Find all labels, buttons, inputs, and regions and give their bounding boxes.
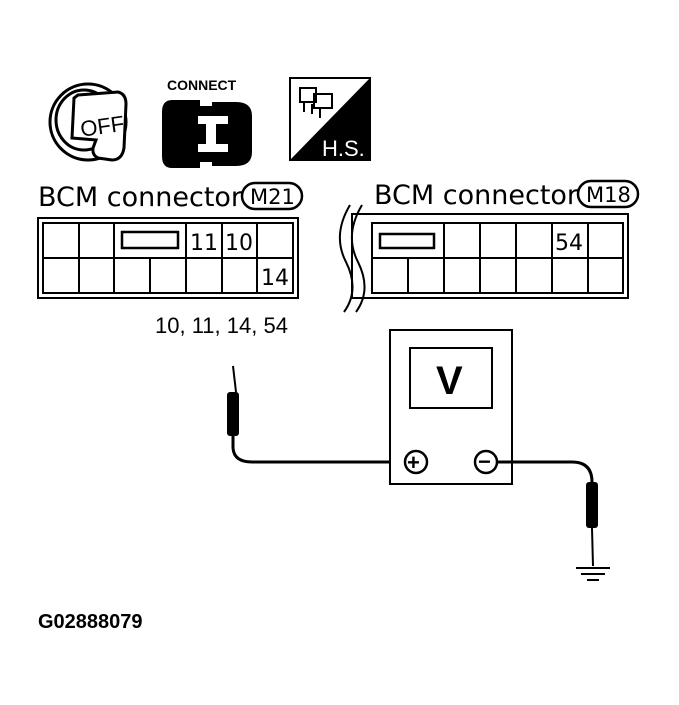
connector-code-badge-m21 — [240, 181, 304, 211]
bcm-connector-m21: BCM connector M21 11 10 14 — [37, 181, 304, 299]
probe-terminal-label: 10, 11, 14, 54 — [155, 313, 288, 338]
connect-label: CONNECT — [167, 77, 237, 93]
break-line — [351, 204, 366, 313]
connector-title-m21: BCM connector — [38, 182, 243, 213]
voltmeter-symbol: V — [436, 359, 463, 403]
figure-id: G02888079 — [38, 611, 143, 633]
harness-side-label: H.S. — [322, 136, 365, 161]
pin-label-54: 54 — [555, 231, 583, 256]
ignition-off-label: OFF — [79, 111, 126, 142]
connector-title-m18: BCM connector — [374, 180, 579, 211]
ground-icon — [576, 567, 610, 581]
connector-code-m18: M18 — [586, 183, 631, 207]
pin-label-14: 14 — [261, 266, 289, 291]
plus-terminal — [403, 449, 429, 475]
connector-lock-m21 — [120, 230, 180, 250]
positive-probe — [227, 365, 404, 464]
voltmeter-display — [409, 347, 493, 409]
minus-terminal-label: − — [478, 449, 491, 474]
plus-terminal-label: + — [407, 450, 420, 475]
pin-label-10: 10 — [225, 231, 253, 256]
connector-outline-m18 — [351, 213, 629, 299]
connector-lock-m18 — [378, 232, 436, 250]
pin-label-11: 11 — [190, 231, 218, 256]
connector-code-m21: M21 — [250, 185, 295, 209]
connector-connect-icon: CONNECT — [162, 77, 252, 168]
bcm-connector-m18: BCM connector M18 54 — [339, 179, 640, 313]
break-line — [339, 204, 354, 313]
negative-probe — [497, 460, 598, 567]
connector-code-badge-m18 — [576, 179, 640, 209]
ignition-key-off-icon: OFF — [48, 82, 128, 162]
harness-side-icon: H.S. — [289, 77, 371, 161]
voltmeter: V + − — [389, 329, 513, 485]
